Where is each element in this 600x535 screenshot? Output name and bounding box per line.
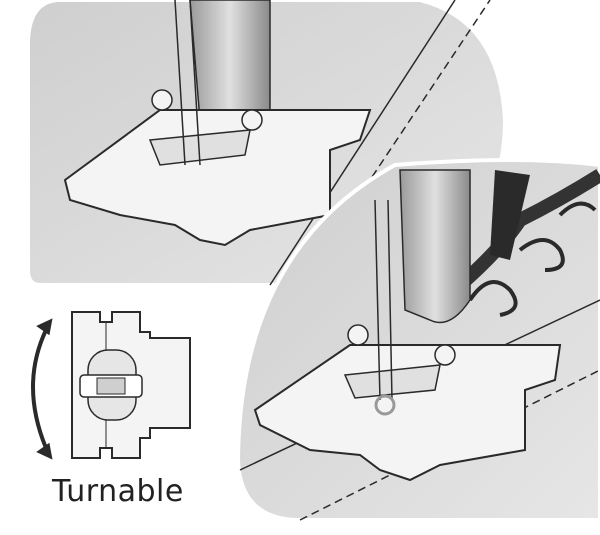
rotate-arrow-icon xyxy=(31,318,53,460)
standard-position-panel xyxy=(26,0,508,287)
turned-position-panel xyxy=(235,158,600,522)
turnable-caption: Turnable xyxy=(52,474,184,509)
turnable-foot-diagram xyxy=(71,311,191,459)
